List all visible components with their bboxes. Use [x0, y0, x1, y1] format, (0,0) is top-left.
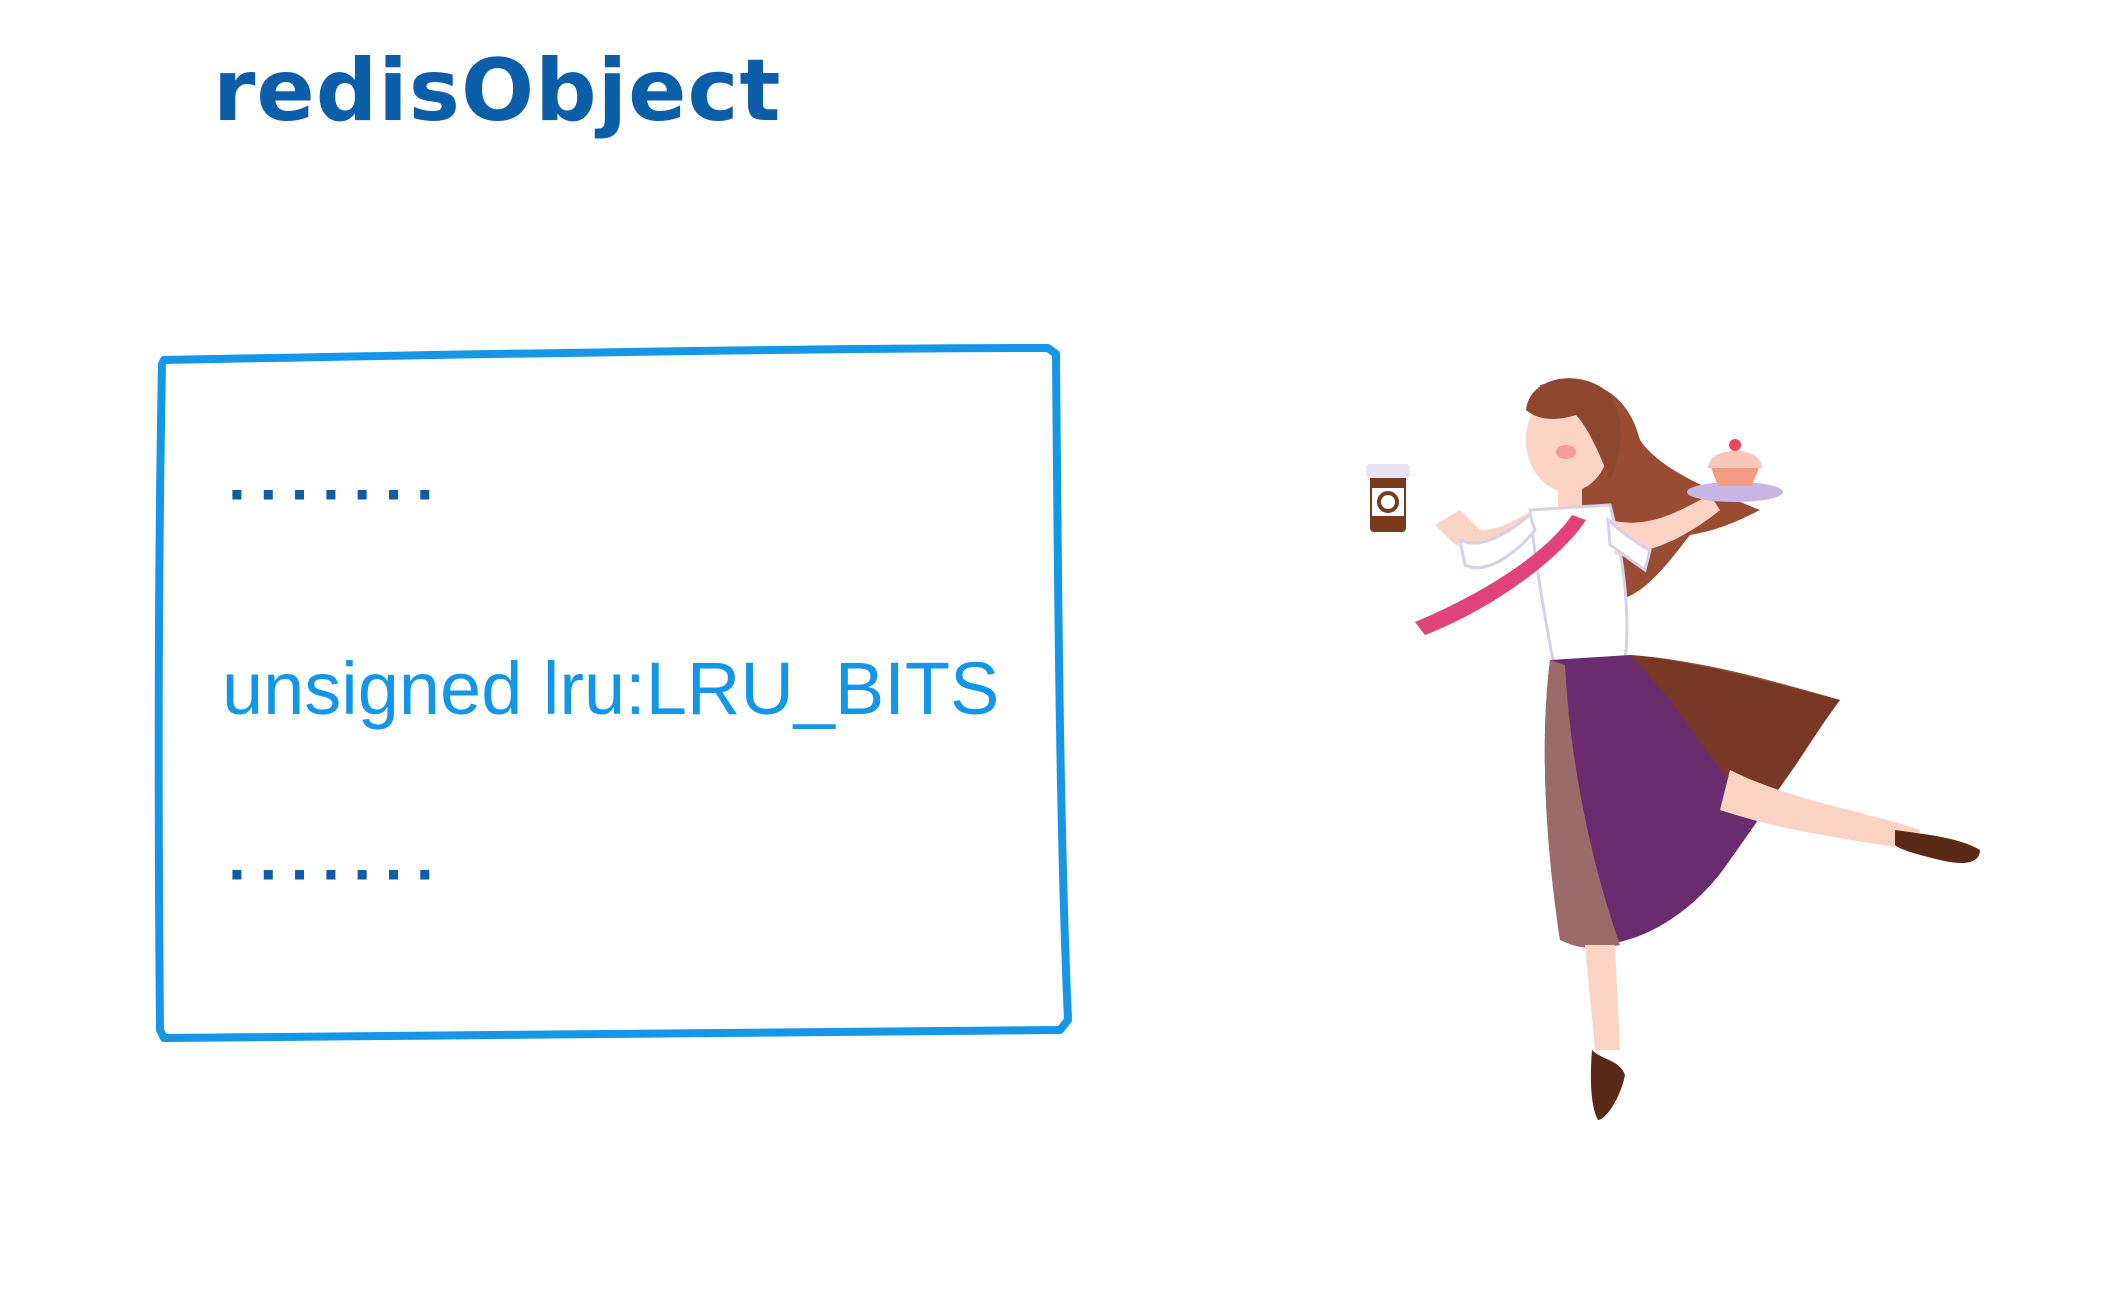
woman-dancing-illustration [1340, 360, 2040, 1140]
struct-field-ellipsis-top: ······· [228, 458, 448, 530]
diagram-title: redisObject [213, 41, 782, 141]
struct-field-ellipsis-bottom: ······· [228, 838, 448, 910]
struct-box-border [154, 344, 1072, 1042]
struct-field-lru: unsigned lru:LRU_BITS [222, 647, 1000, 730]
redisobject-struct-box: ······· unsigned lru:LRU_BITS ······· [150, 340, 1080, 1050]
